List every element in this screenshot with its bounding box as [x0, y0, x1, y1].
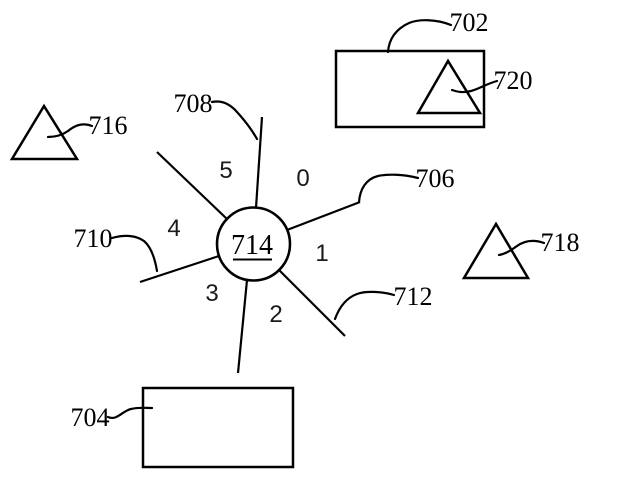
sector-label-4: 4 — [167, 215, 180, 242]
leader-710 — [110, 234, 159, 273]
ref-label-720: 720 — [494, 66, 533, 95]
sector-label-1: 1 — [315, 240, 328, 267]
sector-labels: 0 1 2 3 4 5 — [167, 157, 328, 328]
ref-label-716: 716 — [89, 111, 128, 140]
spoke-lower-right — [278, 269, 346, 337]
ref-label-710: 710 — [74, 224, 113, 253]
ref-label-708: 708 — [174, 89, 213, 118]
ref-label-718: 718 — [541, 228, 580, 257]
ref-label-702: 702 — [450, 8, 489, 37]
hub-circle — [215, 206, 292, 282]
hub: 714 — [215, 206, 292, 282]
triangle-716 — [9, 103, 80, 161]
leader-716 — [46, 123, 94, 139]
triangle-718-group: 718 — [461, 221, 580, 280]
leader-720 — [450, 79, 499, 94]
triangle-720 — [415, 58, 483, 115]
spoke-left — [139, 254, 220, 284]
triangle-718 — [461, 221, 531, 280]
spoke-upper-right — [286, 200, 361, 232]
hub-spokes — [139, 116, 361, 374]
sector-label-3: 3 — [205, 280, 218, 307]
sector-label-0: 0 — [296, 165, 309, 192]
leader-712 — [333, 290, 396, 321]
spoke-top — [254, 116, 264, 209]
ref-label-712: 712 — [394, 282, 433, 311]
ref-label-704: 704 — [71, 403, 110, 432]
spoke-references: 706 708 710 712 — [74, 89, 455, 321]
rect-704 — [141, 386, 295, 469]
spoke-bottom — [236, 279, 249, 374]
leader-708 — [210, 100, 259, 141]
leader-718 — [497, 239, 546, 257]
sector-label-2: 2 — [269, 301, 282, 328]
spoke-upper-left — [156, 151, 228, 220]
leader-702 — [386, 19, 453, 54]
leader-706 — [357, 173, 420, 204]
hub-label: 714 — [231, 230, 273, 261]
sector-label-5: 5 — [219, 157, 232, 184]
leader-704 — [106, 406, 154, 419]
rect-702-group: 702 720 — [334, 8, 533, 129]
rect-702 — [334, 49, 486, 129]
triangle-716-group: 716 — [9, 103, 128, 161]
ref-label-706: 706 — [416, 164, 455, 193]
rect-704-group: 704 — [71, 386, 295, 469]
